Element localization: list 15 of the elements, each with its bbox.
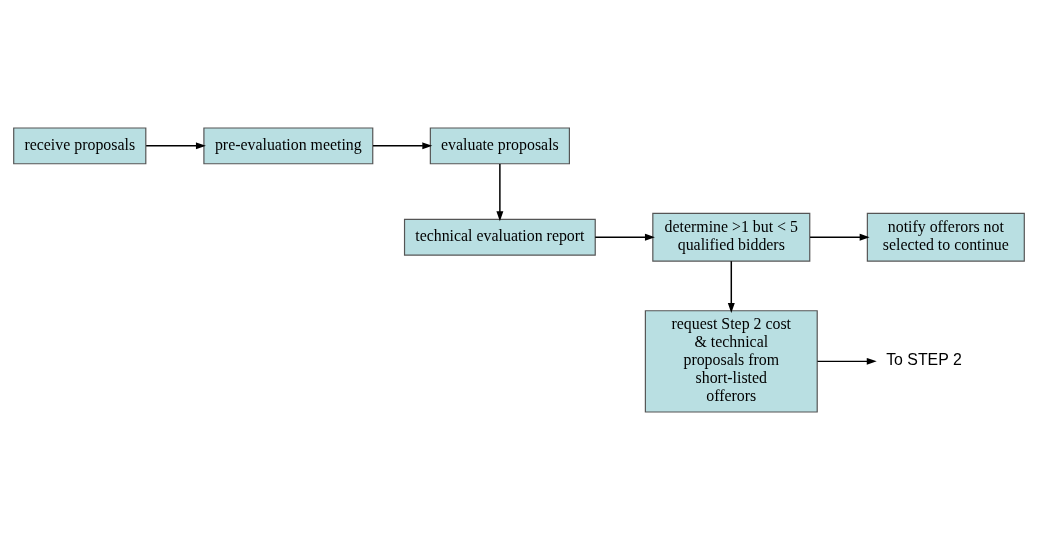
arrow — [816, 357, 877, 365]
node-box: notify offerors not selected to continue — [866, 212, 1025, 262]
node-text: To STEP 2 — [886, 351, 962, 369]
node-box: receive proposals — [13, 127, 147, 165]
arrow — [809, 233, 870, 241]
node-box: pre-evaluation meeting — [203, 127, 374, 165]
arrow — [594, 233, 655, 241]
node-box: determine >1 but < 5 qualified bidders — [652, 212, 811, 262]
arrow — [496, 163, 504, 222]
node-box: evaluate proposals — [429, 127, 570, 165]
arrow — [145, 142, 206, 150]
arrow — [372, 142, 433, 150]
node-box: technical evaluation report — [403, 218, 596, 256]
arrow — [727, 260, 735, 313]
node-box: request Step 2 cost & technical proposals from short-listed offerors — [644, 310, 818, 413]
